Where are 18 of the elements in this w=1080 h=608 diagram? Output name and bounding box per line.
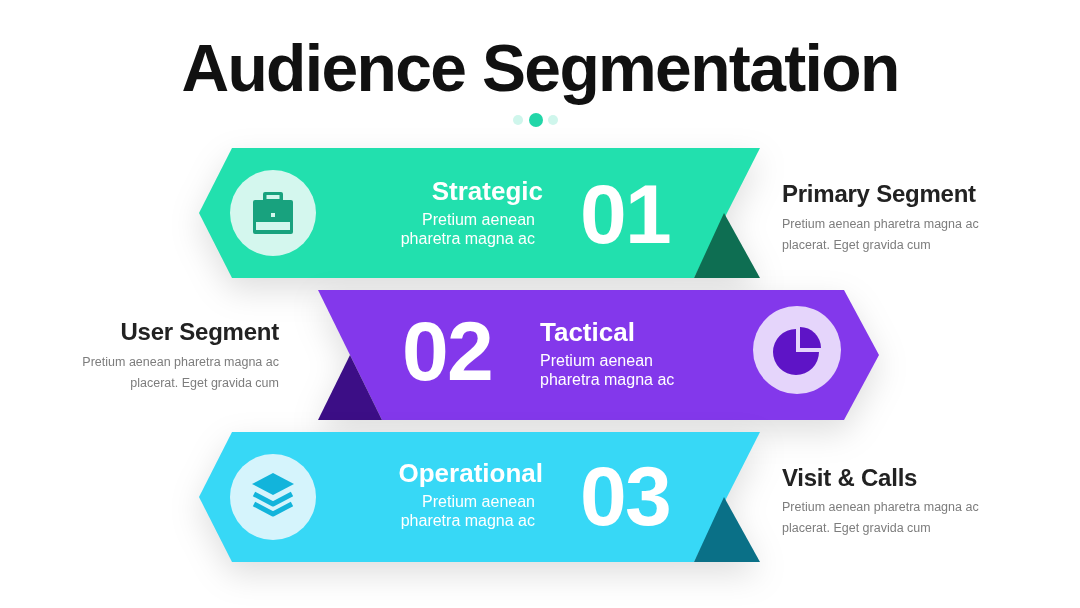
ribbon-banner: [199, 148, 760, 278]
step-number: 01: [580, 172, 671, 256]
segment-title: Visit & Calls: [782, 466, 918, 490]
step-description: Pretium aenean pharetra magna ac: [399, 210, 535, 248]
step-description: Pretium aenean pharetra magna ac: [540, 351, 676, 389]
step-number: 03: [580, 454, 671, 538]
ribbon-banner: [318, 290, 879, 420]
ribbon-banner: [199, 432, 760, 562]
segment-description: Pretium aenean pharetra magna ac placerat. Eget gravida cum: [782, 216, 980, 254]
segment-description: Pretium aenean pharetra magna ac placerat. Eget gravida cum: [81, 354, 279, 392]
segment-description: Pretium aenean pharetra magna ac placerat. Eget gravida cum: [782, 499, 980, 537]
step-title: Operational: [398, 460, 543, 486]
step-description: Pretium aenean pharetra magna ac: [399, 492, 535, 530]
segment-title: Primary Segment: [782, 182, 976, 206]
step-title: Strategic: [431, 178, 543, 204]
step-title: Tactical: [540, 319, 635, 345]
step-number: 02: [402, 309, 493, 393]
segment-title: User Segment: [120, 320, 279, 344]
